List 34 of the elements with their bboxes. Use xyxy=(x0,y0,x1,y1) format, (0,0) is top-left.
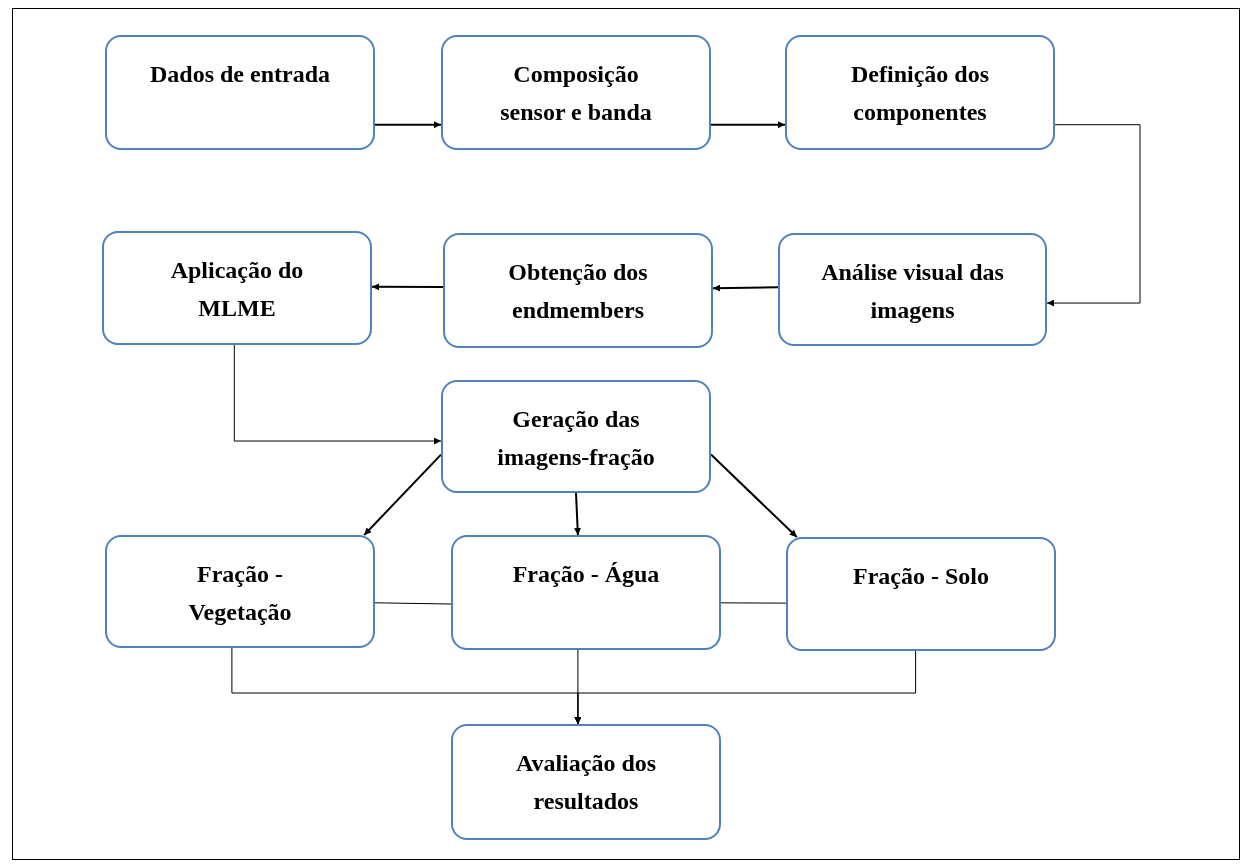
box-label: Dados de entrada xyxy=(150,60,330,89)
arrow xyxy=(374,121,442,129)
box-label: Fração - Vegetação xyxy=(187,560,293,627)
arrow xyxy=(710,121,786,129)
box-label: Análise visual das imagens xyxy=(820,258,1005,325)
box-label: Fração - Água xyxy=(512,560,660,589)
process-box xyxy=(778,233,1047,346)
box-label: Avaliação dos resultados xyxy=(514,749,658,816)
process-box xyxy=(451,535,721,650)
box-label: Composição sensor e banda xyxy=(499,60,653,127)
box-label: Fração - Solo xyxy=(853,562,989,591)
arrow xyxy=(233,344,442,445)
process-box xyxy=(443,233,713,348)
process-box xyxy=(451,724,721,840)
process-box xyxy=(786,537,1056,651)
arrow xyxy=(371,283,444,291)
process-box xyxy=(105,535,375,648)
box-label: Obtenção dos endmembers xyxy=(507,258,649,325)
arrow xyxy=(1046,124,1141,307)
box-label: Aplicação do MLME xyxy=(169,256,305,323)
connector-line xyxy=(374,602,452,605)
connector-line xyxy=(720,602,787,604)
process-box xyxy=(785,35,1055,150)
arrow xyxy=(363,453,442,536)
arrow xyxy=(574,492,582,536)
box-label: Geração das imagens-fração xyxy=(496,405,656,472)
arrow xyxy=(574,650,917,725)
process-box xyxy=(441,380,711,493)
process-box xyxy=(102,231,372,345)
arrow xyxy=(710,453,798,538)
process-box xyxy=(441,35,711,150)
box-label: Definição dos componentes xyxy=(850,60,990,127)
arrow xyxy=(712,284,779,292)
process-box xyxy=(105,35,375,150)
